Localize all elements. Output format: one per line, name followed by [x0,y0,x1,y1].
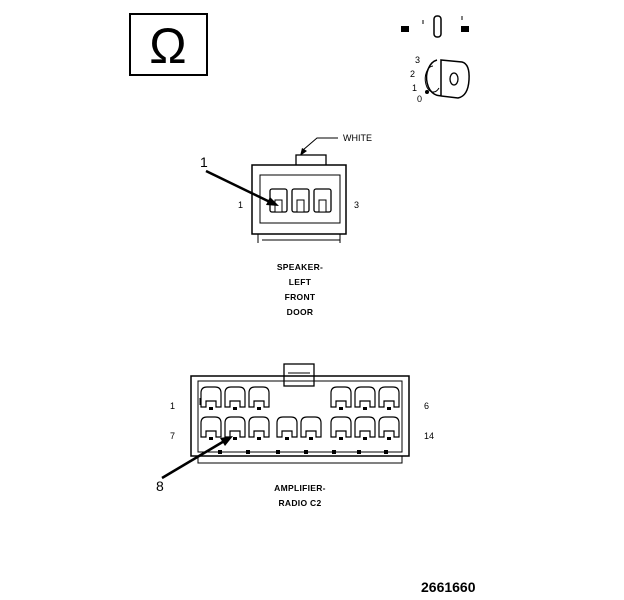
amp-pin-label-6: 6 [424,401,429,411]
amp-cavity-pin-3 [248,386,270,410]
amp-cavity-pin-1 [200,386,222,410]
amp-lock-tab [384,450,388,454]
wire-color-label: WHITE [343,133,372,143]
amp-cavity-pin-2 [224,386,246,410]
amplifier-caption-line-1: AMPLIFIER- [274,483,326,493]
key-position-2: 2 [410,69,415,79]
amp-cavity-pin-7 [200,416,222,440]
amp-cavity-pin-8 [224,416,246,440]
speaker-caption-line-2: LEFT [289,277,312,287]
key-position-0: 0 [417,94,422,104]
figure-number: 2661660 [421,579,476,595]
amp-lock-tab [357,450,361,454]
speaker-callout-number: 1 [200,154,208,170]
ohmmeter-icon: Ω [129,13,208,76]
speaker-cavity-2 [291,188,310,213]
amp-cavity-pin-5 [354,386,376,410]
amp-cavity-pin-9 [248,416,270,440]
amp-lock-tab [276,450,280,454]
amplifier-caption-line-2: RADIO C2 [278,498,321,508]
key-position-1: 1 [412,83,417,93]
amplifier-connector: 1 6 7 14 8 AMPLIFIER- RADIO C2 [156,363,434,508]
amp-cavity-pin-14 [378,416,400,440]
speaker-caption-line-3: FRONT [285,292,316,302]
speaker-cavity-3 [313,188,332,213]
ignition-key-icon: 3 2 1 0 [401,15,470,104]
amp-pin-label-14: 14 [424,431,434,441]
key-position-3: 3 [415,55,420,65]
ohm-symbol: Ω [149,18,186,74]
amp-cavity-pin-11 [300,416,322,440]
amp-pin-label-7: 7 [170,431,175,441]
speaker-connector: WHITE 1 3 1 SPEAKER- LEFT FRO [200,133,372,317]
amplifier-callout-number: 8 [156,478,164,494]
amp-lock-tab [218,450,222,454]
amp-cavity-pin-12 [330,416,352,440]
amp-cavity-pin-6 [378,386,400,410]
amp-cavity-pin-10 [276,416,298,440]
speaker-pin-label-1: 1 [238,200,243,210]
amp-cavity-pin-4 [330,386,352,410]
speaker-caption-line-4: DOOR [287,307,314,317]
amp-lock-tab [332,450,336,454]
amp-pin-label-1: 1 [170,401,175,411]
speaker-caption-line-1: SPEAKER- [277,262,323,272]
amplifier-cavity-group [200,386,400,454]
amp-lock-tab [304,450,308,454]
amp-lock-tab [246,450,250,454]
amp-cavity-pin-13 [354,416,376,440]
speaker-pin-label-3: 3 [354,200,359,210]
